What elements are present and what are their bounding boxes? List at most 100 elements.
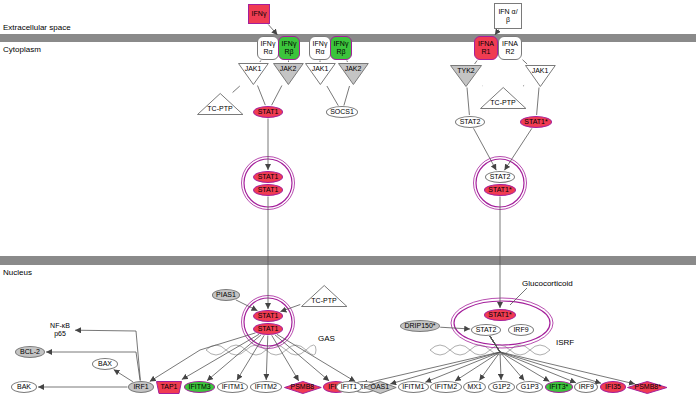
connector bbox=[268, 25, 277, 36]
node-label: STAT1 bbox=[258, 325, 279, 333]
connector bbox=[182, 334, 259, 379]
connector bbox=[237, 335, 264, 380]
node-label: JAK2 bbox=[345, 65, 362, 73]
gene-node: IFIT3* bbox=[545, 381, 573, 393]
receptor: IFNA R1 bbox=[474, 36, 498, 60]
node-label: IFNγ Rα bbox=[311, 40, 329, 56]
connector bbox=[390, 336, 500, 384]
node-label: TC-PTP bbox=[207, 105, 232, 113]
gene-node: G1P3 bbox=[516, 381, 543, 393]
node-label: IFNγ bbox=[252, 10, 267, 18]
connector bbox=[500, 197, 501, 309]
connector bbox=[233, 86, 240, 93]
connector bbox=[46, 352, 140, 381]
node-label: IFI35 bbox=[605, 383, 621, 391]
node-label: G1P3 bbox=[521, 383, 539, 391]
complex-outline bbox=[242, 157, 554, 349]
annotation: GAS bbox=[318, 334, 335, 343]
node-label: IFITM1 bbox=[402, 383, 424, 391]
kinase-triangle: JAK2 bbox=[338, 63, 369, 85]
phosphatase-triangle: TC-PTP bbox=[301, 285, 347, 307]
node-label: STAT1* bbox=[488, 186, 511, 194]
transcription-factor: IRF1 bbox=[128, 381, 154, 393]
node-label: NF-κB p65 bbox=[47, 322, 73, 338]
protein-ellipse: BCL-2 bbox=[15, 346, 45, 358]
node-label: MX1 bbox=[468, 383, 482, 391]
connector bbox=[362, 336, 500, 384]
node-label: IFIT1 bbox=[341, 383, 357, 391]
gene-node: IFITM1 bbox=[217, 381, 248, 393]
connector bbox=[479, 336, 500, 380]
ligand-box: IFNγ bbox=[248, 4, 270, 24]
ligand-box: IFN α/β bbox=[494, 3, 522, 29]
node-label: TAP1 bbox=[161, 383, 178, 391]
protein-ellipse: STAT1 bbox=[253, 106, 283, 118]
protein-ellipse: STAT2 bbox=[485, 171, 515, 183]
protein-ellipse: STAT1 bbox=[253, 184, 283, 196]
receptor: IFNγ Rβ bbox=[330, 36, 352, 60]
connector bbox=[490, 336, 635, 384]
connector bbox=[320, 61, 321, 63]
connector bbox=[207, 335, 261, 381]
compartment-name: Extracellular space bbox=[3, 23, 71, 32]
node-label: STAT1 bbox=[258, 173, 279, 181]
node-label: PIAS1 bbox=[216, 291, 236, 299]
connector bbox=[425, 336, 500, 382]
connector bbox=[150, 333, 256, 382]
connector bbox=[537, 88, 539, 116]
connector bbox=[523, 60, 528, 64]
enzyme-diamond: OAS1 bbox=[364, 381, 397, 394]
connector bbox=[455, 336, 500, 381]
connector bbox=[277, 334, 355, 381]
connector bbox=[266, 336, 268, 381]
phosphatase-triangle: TC-PTP bbox=[197, 93, 243, 115]
node-label: IFN α/β bbox=[497, 8, 519, 24]
node-label: STAT1* bbox=[488, 311, 511, 319]
protein-ellipse: BAX bbox=[92, 358, 118, 370]
annotation: Glucocorticoid bbox=[522, 279, 573, 288]
connector bbox=[467, 88, 469, 116]
enzyme-diamond: PSMB8 bbox=[284, 381, 322, 394]
node-label: IRF9 bbox=[579, 383, 594, 391]
node-label: STAT1 bbox=[258, 186, 279, 194]
protein-ellipse: STAT1* bbox=[484, 309, 516, 321]
node-label: STAT1 bbox=[258, 108, 279, 116]
node-label: STAT2 bbox=[476, 326, 497, 334]
connector bbox=[346, 61, 348, 63]
protein-ellipse: STAT2 bbox=[471, 324, 501, 336]
connector bbox=[490, 336, 501, 380]
node-label: IFITM2 bbox=[255, 383, 277, 391]
protein-ellipse: STAT2 bbox=[455, 116, 485, 128]
connector bbox=[327, 86, 338, 106]
transporter-shape: TAP1 bbox=[156, 381, 182, 394]
node-label: BCL-2 bbox=[20, 348, 40, 356]
connector bbox=[268, 197, 269, 310]
connector bbox=[38, 387, 128, 388]
node-label: IFNγ Rβ bbox=[280, 40, 298, 56]
node-label: STAT1* bbox=[524, 118, 547, 126]
nuclear-membrane bbox=[0, 256, 696, 265]
node-label: TC-PTP bbox=[490, 99, 515, 107]
node-label: IRF9 bbox=[513, 326, 528, 334]
node-label: IFNA R1 bbox=[476, 40, 496, 56]
connector bbox=[272, 86, 282, 106]
kinase-triangle: JAK2 bbox=[273, 63, 304, 85]
node-label: IFITM1 bbox=[222, 383, 244, 391]
node-label: PSMB8* bbox=[634, 383, 660, 391]
node-label: BAK bbox=[17, 383, 31, 391]
kinase-triangle: TYK2 bbox=[450, 65, 482, 87]
node-label: PSMB8 bbox=[291, 383, 315, 391]
node-label: JAK1 bbox=[312, 65, 329, 73]
connector bbox=[75, 330, 140, 380]
node-label: BAX bbox=[98, 360, 112, 368]
connector bbox=[474, 128, 497, 170]
connector bbox=[272, 335, 299, 381]
connector bbox=[288, 61, 289, 63]
leader-line bbox=[510, 288, 527, 305]
protein-ellipse: STAT1* bbox=[520, 116, 552, 128]
connector bbox=[344, 86, 350, 106]
transcription-factor: IRF9 bbox=[574, 381, 598, 393]
node-label: TC-PTP bbox=[311, 297, 336, 305]
receptor: IFNγ Rβ bbox=[278, 36, 300, 60]
